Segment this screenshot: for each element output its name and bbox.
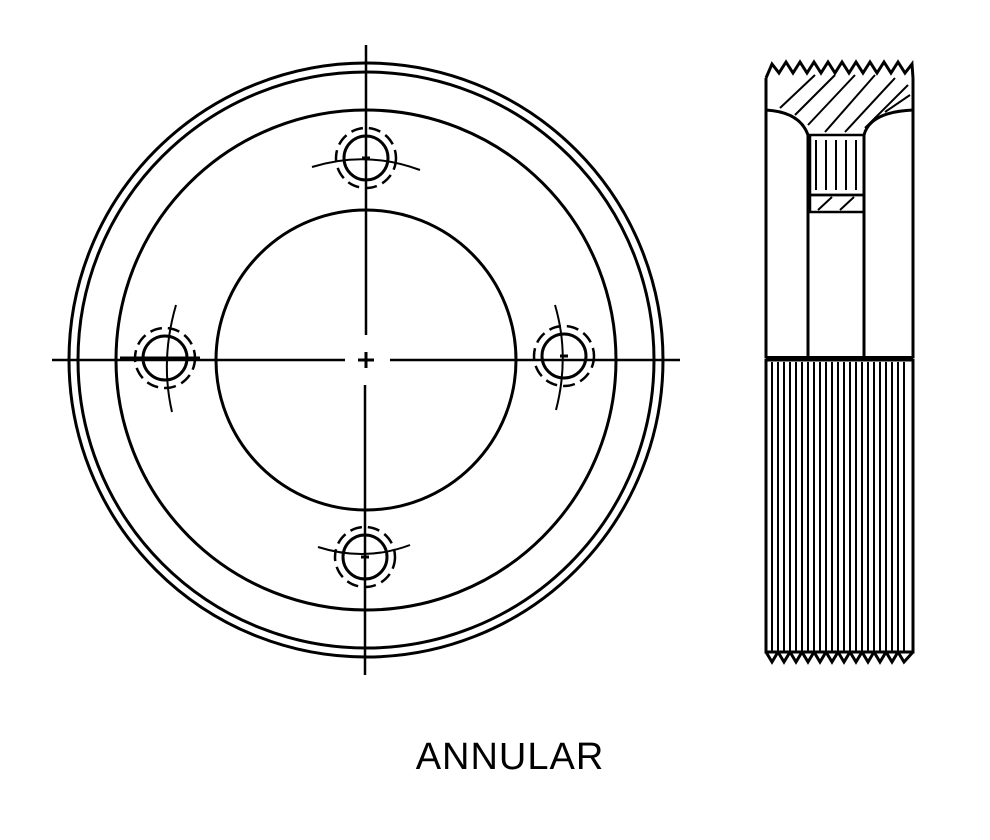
bolt-hole-bottom bbox=[317, 525, 411, 589]
bolt-hole-top bbox=[311, 126, 421, 190]
outer-ring bbox=[67, 61, 665, 659]
bolt-face-ring bbox=[114, 108, 618, 612]
bolt-hole-left bbox=[120, 304, 200, 413]
front-view bbox=[52, 45, 680, 675]
second-ring bbox=[76, 70, 656, 650]
bore bbox=[214, 208, 518, 512]
side-view bbox=[764, 59, 915, 665]
bolt-hole-right bbox=[532, 304, 596, 411]
figure-caption: ANNULAR bbox=[415, 736, 605, 778]
